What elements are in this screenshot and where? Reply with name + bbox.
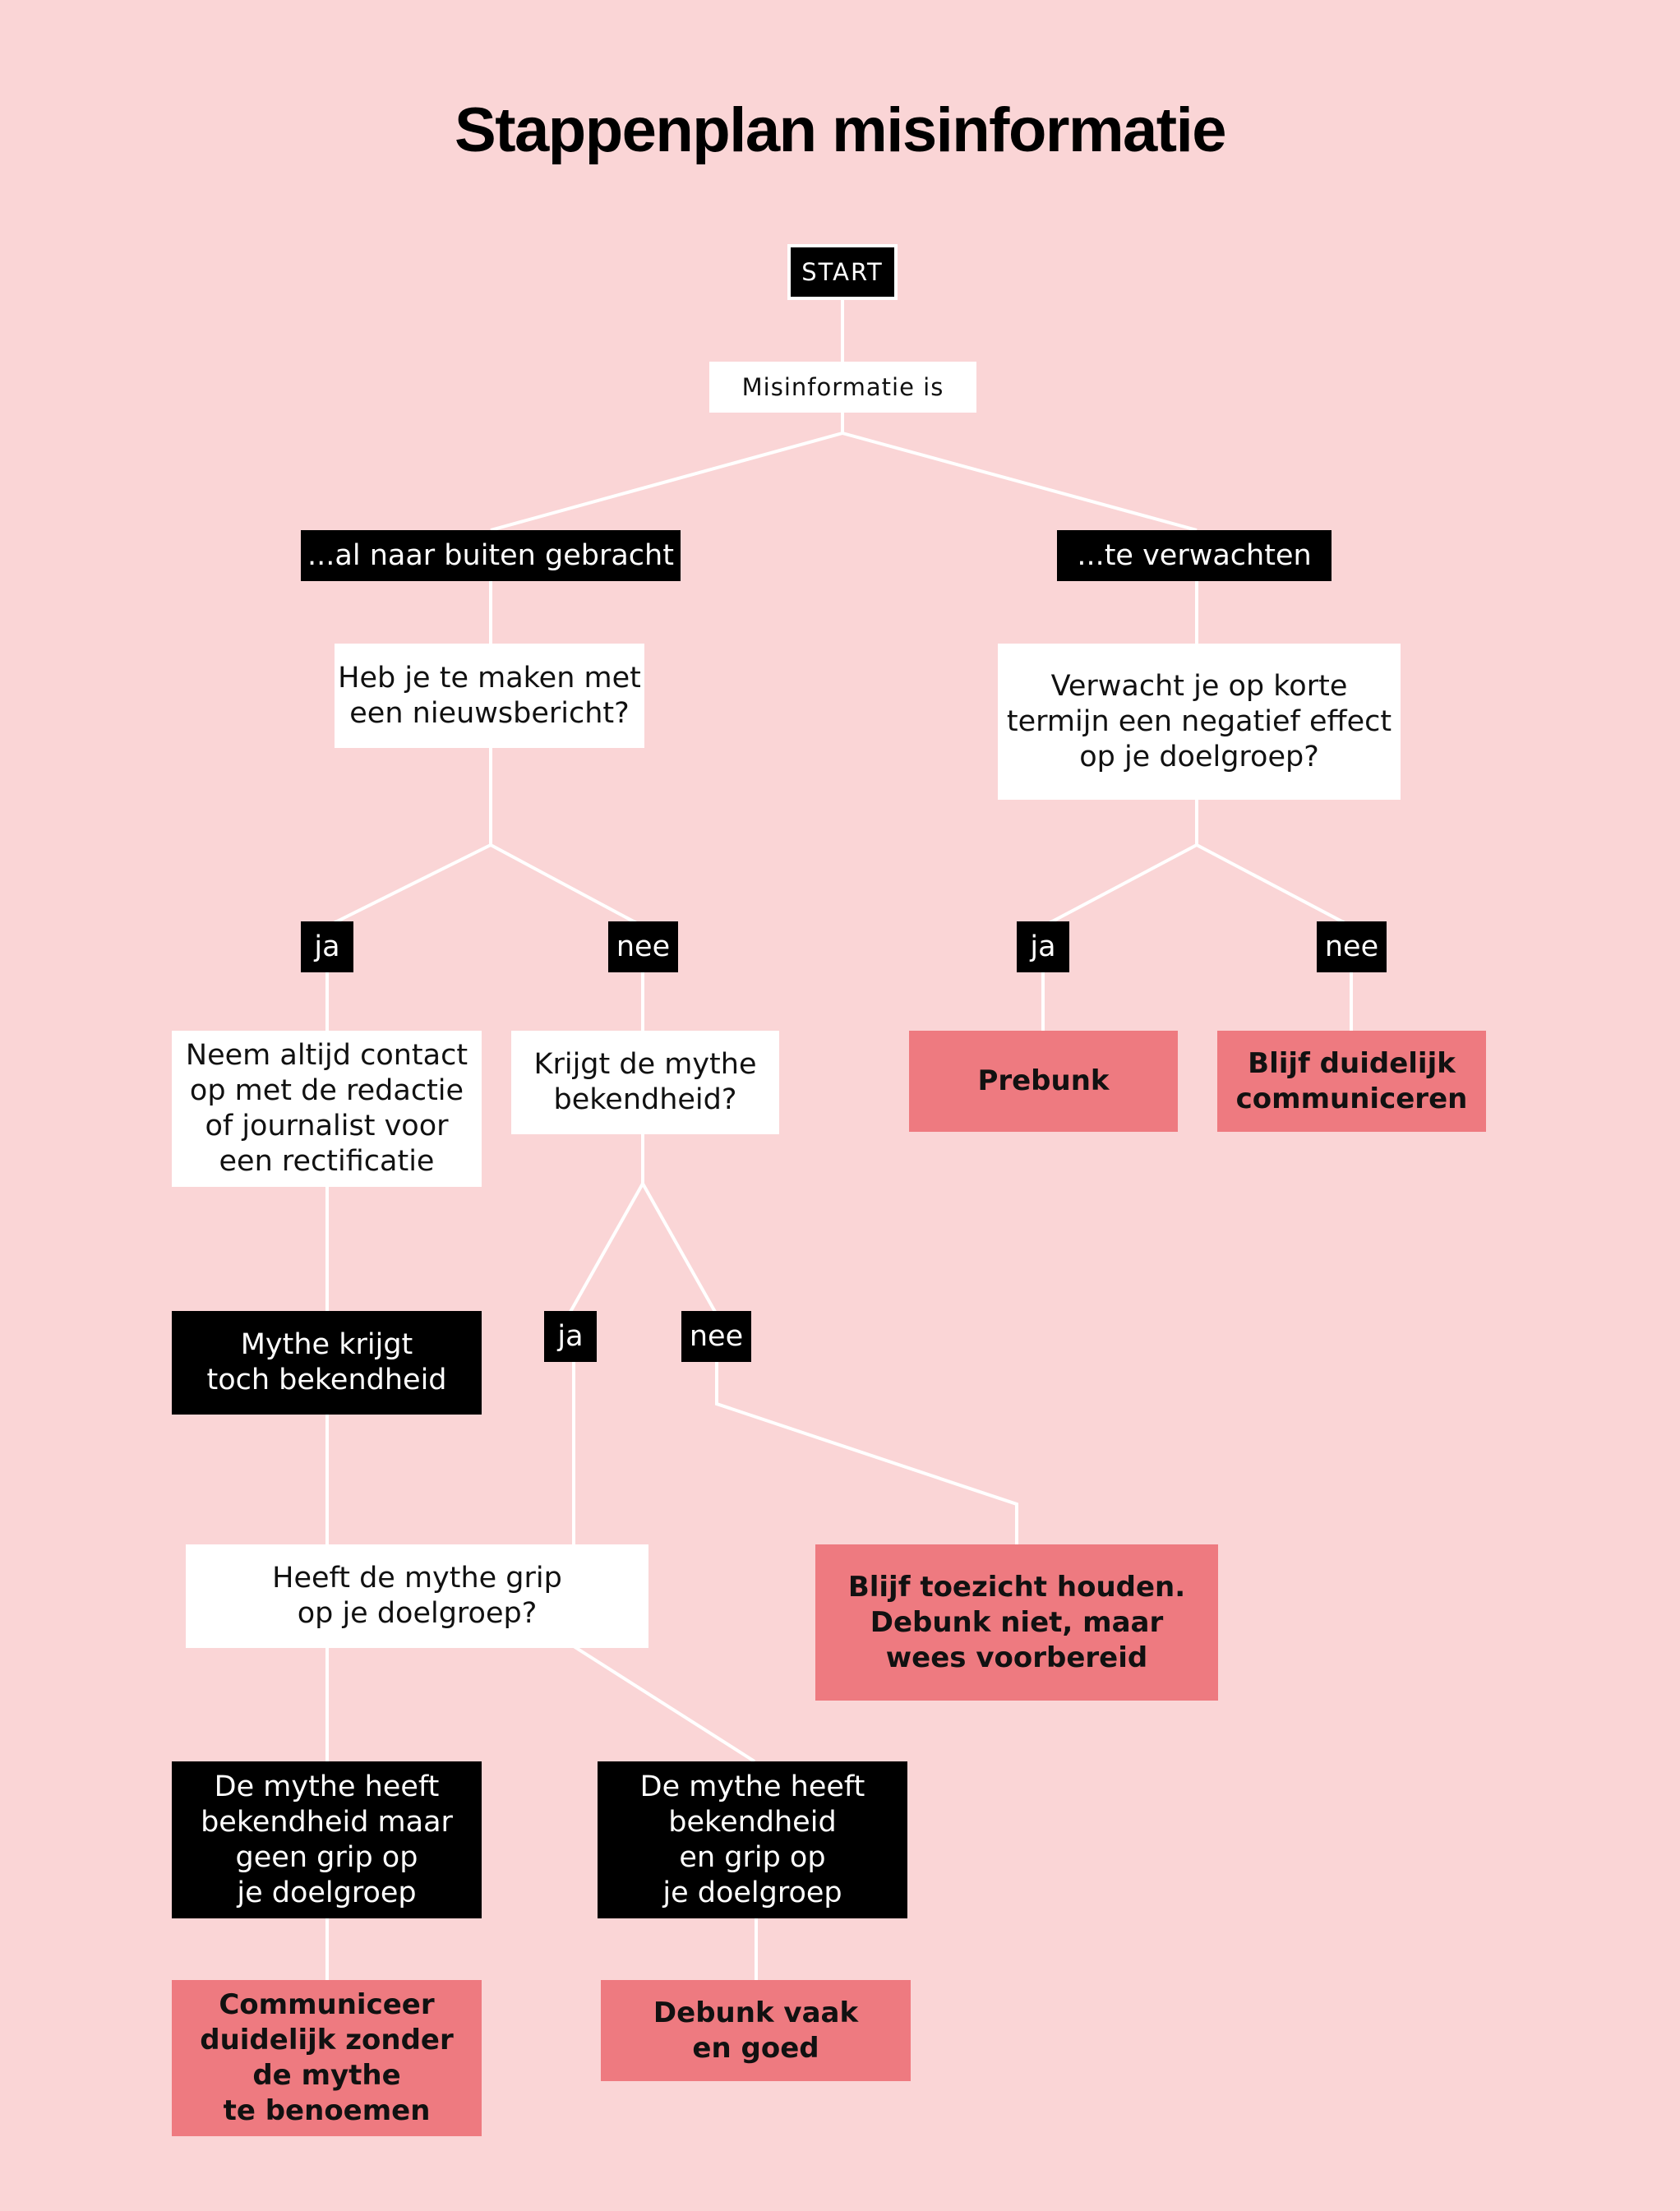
negatief-effect-question: Verwacht je op korte termijn een negatie…	[998, 644, 1401, 800]
prebunk-outcome: Prebunk	[909, 1031, 1178, 1132]
misinformatie-is-node: Misinformatie is	[709, 362, 976, 413]
blijf-duidelijk-outcome: Blijf duidelijk communiceren	[1217, 1031, 1486, 1132]
bekendheid-question: Krijgt de mythe bekendheid?	[511, 1031, 779, 1134]
communiceer-outcome: Communiceer duidelijk zonder de mythe te…	[172, 1980, 482, 2136]
ja-label-1: ja	[301, 921, 353, 972]
geen-grip-node: De mythe heeft bekendheid maar geen grip…	[172, 1761, 482, 1918]
connector-misinfo-branch	[490, 413, 1198, 532]
connector-news-branch	[326, 746, 644, 928]
connector-nee3-toezicht	[715, 1362, 1018, 1545]
connector-bekendheid-branch	[569, 1133, 717, 1313]
ja-label-3: ja	[544, 1311, 597, 1362]
grip-question: Heeft de mythe grip op je doelgroep?	[186, 1544, 648, 1648]
blijf-toezicht-outcome: Blijf toezicht houden. Debunk niet, maar…	[815, 1544, 1218, 1701]
al-naar-buiten-node: ...al naar buiten gebracht	[301, 530, 681, 581]
connector-effect-branch	[1042, 800, 1352, 928]
neem-contact-node: Neem altijd contact op met de redactie o…	[172, 1031, 482, 1187]
connector-grip-wel	[572, 1645, 756, 1763]
nee-label-3: nee	[681, 1311, 751, 1362]
start-node: START	[787, 244, 898, 300]
page-title: Stappenplan misinformatie	[455, 95, 1227, 165]
wel-grip-node: De mythe heeft bekendheid en grip op je …	[598, 1761, 907, 1918]
nee-label-2: nee	[1317, 921, 1387, 972]
nee-label-1: nee	[608, 921, 678, 972]
te-verwachten-node: ...te verwachten	[1057, 530, 1332, 581]
mythe-krijgt-node: Mythe krijgt toch bekendheid	[172, 1311, 482, 1415]
debunk-outcome: Debunk vaak en goed	[601, 1980, 911, 2081]
nieuwsbericht-question: Heb je te maken met een nieuwsbericht?	[335, 644, 644, 748]
ja-label-2: ja	[1017, 921, 1069, 972]
